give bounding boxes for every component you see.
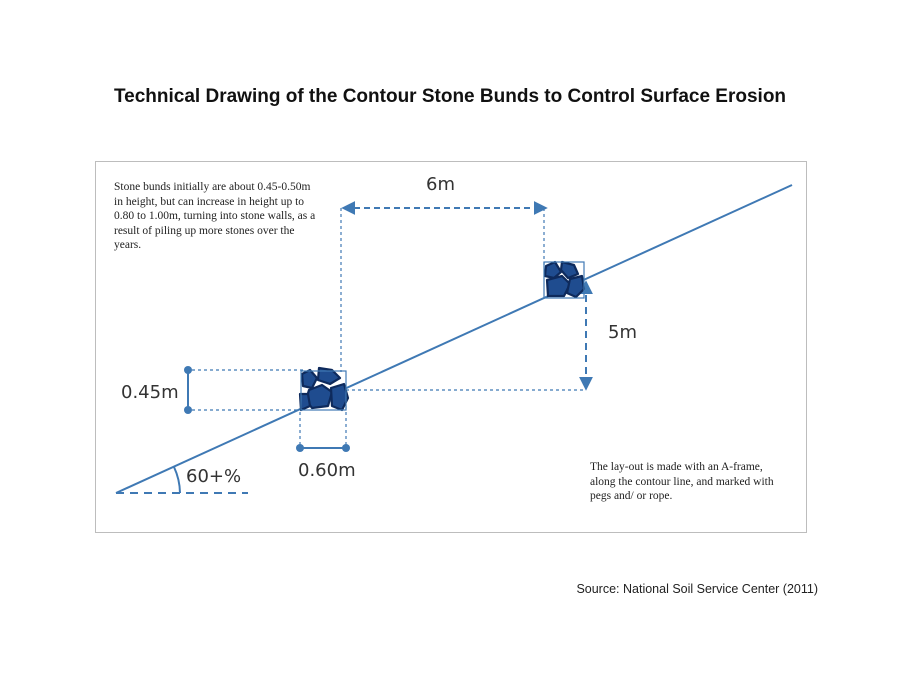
stone-bund-upper-outline <box>543 261 585 299</box>
page-title: Technical Drawing of the Contour Stone B… <box>113 86 787 107</box>
bund-width-label: 0.60m <box>298 460 356 481</box>
layout-method-note: The lay-out is made with an A-frame, alo… <box>590 461 774 502</box>
slope-angle-arc <box>173 466 181 494</box>
spacing-dimension-label: 6m <box>426 174 455 195</box>
bund-height-note: Stone bunds initially are about 0.45-0.5… <box>114 181 316 251</box>
slope-angle-label: 60+% <box>186 466 242 487</box>
bund-height-label: 0.45m <box>121 382 179 403</box>
diagram-frame: Stone bunds initially are about 0.45-0.5… <box>95 161 807 533</box>
stone-bund-upper <box>543 260 586 299</box>
stone-bund-lower <box>298 366 350 412</box>
source-citation: Source: National Soil Service Center (20… <box>576 582 818 596</box>
vertical-interval-label: 5m <box>608 322 637 343</box>
stone-bund-lower-outline <box>300 370 347 411</box>
slope-line <box>115 184 793 494</box>
diagram-svg <box>115 184 793 494</box>
